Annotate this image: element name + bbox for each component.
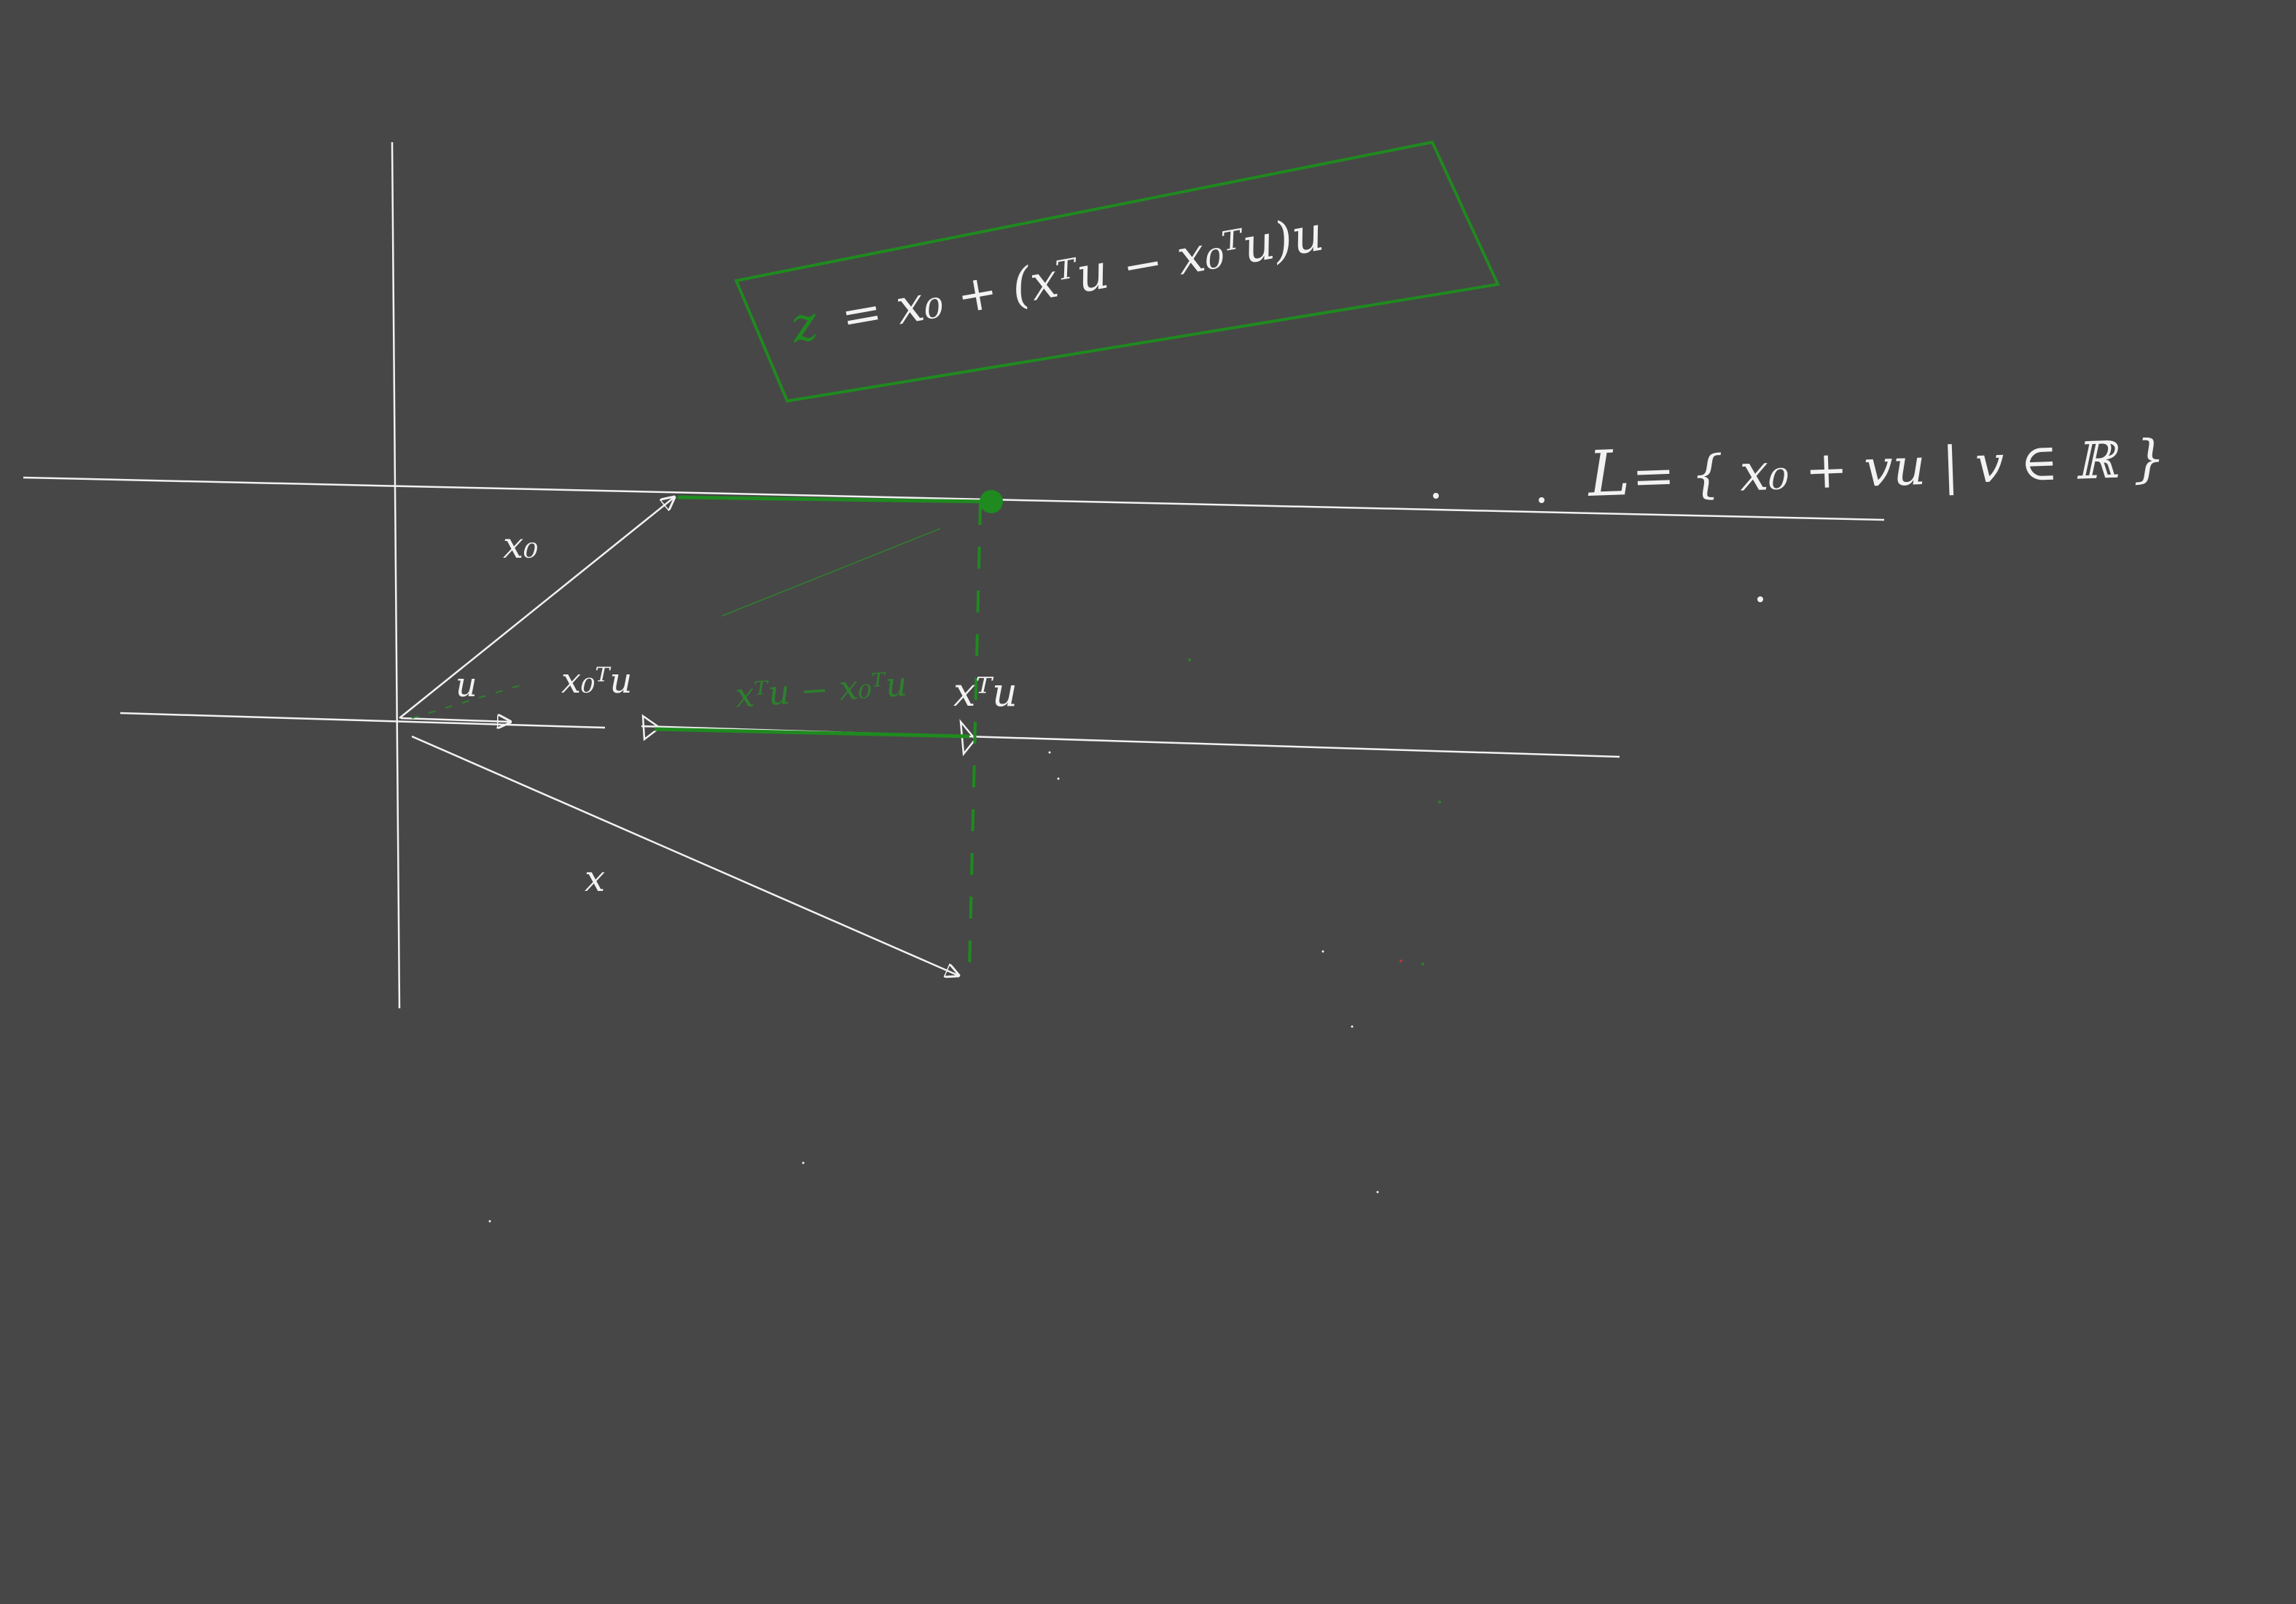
point-z: [980, 490, 1003, 513]
vector-x: [411, 735, 958, 976]
arrowhead-x0Tu: [641, 714, 662, 741]
green-segment-bottom: [654, 727, 970, 739]
formula-lhs: z: [786, 295, 822, 354]
label-xTu: xᵀu: [953, 669, 1018, 715]
stray-marks: [488, 493, 1763, 1223]
line-L-set: = { x₀ + vu | v ∈ ℝ }: [1631, 428, 2166, 506]
label-x0Tu: x₀ᵀu: [561, 661, 632, 701]
line-L: [23, 476, 1885, 521]
label-u: u: [456, 665, 477, 704]
label-difference: xᵀu − x₀ᵀu: [734, 664, 908, 715]
line-L-name: L: [1585, 437, 1631, 511]
label-x0: x₀: [503, 524, 538, 567]
faint-green-line: [721, 528, 941, 617]
horizontal-axis: [120, 712, 606, 729]
vector-u: [400, 718, 510, 722]
faint-green-dash: [411, 683, 526, 719]
vector-x0: [399, 497, 674, 719]
green-segment-top: [677, 495, 988, 504]
label-x: x: [585, 857, 605, 900]
vertical-axis: [391, 141, 401, 1009]
formula-box: [734, 140, 1500, 403]
green-dashed-projection: [968, 502, 982, 970]
